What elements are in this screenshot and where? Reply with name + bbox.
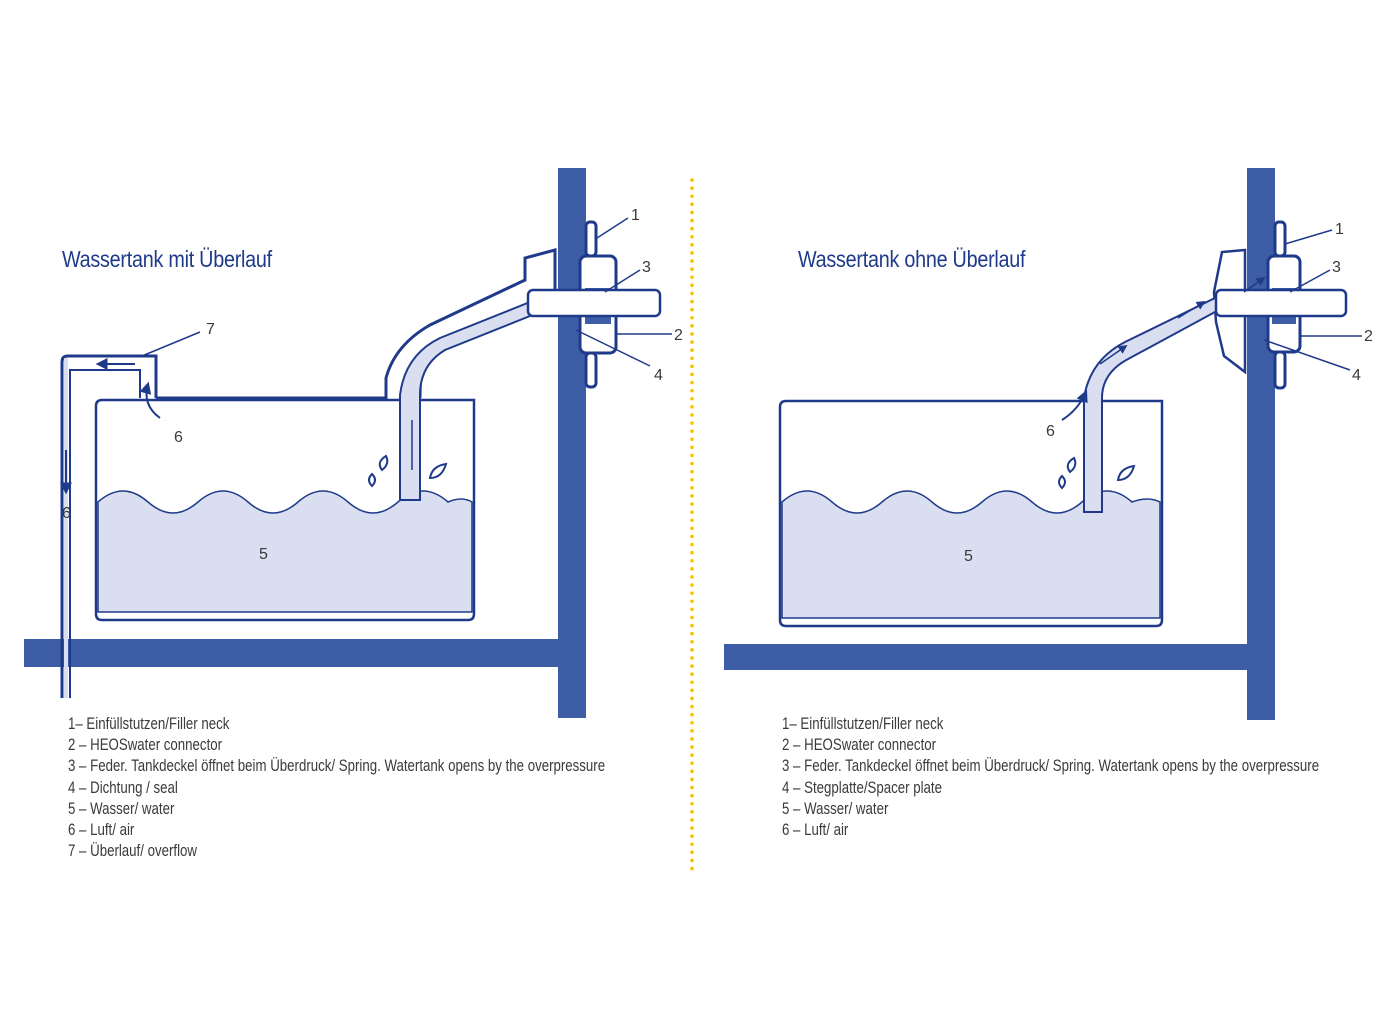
- left-callout-6-side: 6: [62, 505, 71, 522]
- right-neck-top: [1273, 220, 1287, 258]
- right-connector: [1214, 288, 1348, 318]
- right-air-arrow: [1061, 389, 1088, 421]
- left-leader-4: [575, 329, 651, 367]
- right-panel-title: Wassertank ohne Überlauf: [798, 246, 1026, 272]
- left-neck-bottom: [584, 351, 598, 389]
- left-water: [97, 490, 473, 613]
- right-drop-2: [1066, 456, 1077, 474]
- right-neck-bottom: [1273, 350, 1287, 390]
- right-legend-item-6: 6 – Luft/ air: [782, 820, 849, 840]
- left-installation: 1 3 2 4 7 6 6 5: [24, 168, 683, 718]
- right-legend-item-3: 3 – Feder. Tankdeckel öffnet beim Überdr…: [782, 756, 1320, 776]
- right-legend-item-2: 2 – HEOSwater connector: [782, 735, 937, 755]
- right-callout-1: 1: [1335, 221, 1344, 238]
- left-floor: [24, 639, 570, 667]
- right-flow-arrow-3: [1243, 276, 1266, 293]
- left-callout-3: 3: [642, 259, 651, 276]
- left-connector: [526, 288, 662, 318]
- left-legend-item-6: 6 – Luft/ air: [68, 820, 135, 840]
- left-callout-4: 4: [654, 367, 663, 384]
- right-drop-1: [1058, 474, 1066, 490]
- right-spacer-bottom: [1250, 332, 1264, 348]
- left-callout-2: 2: [674, 327, 683, 344]
- left-legend-item-3: 3 – Feder. Tankdeckel öffnet beim Überdr…: [68, 756, 606, 776]
- right-legend-item-1: 1– Einfüllstutzen/Filler neck: [782, 714, 944, 733]
- left-air-arrow: [139, 381, 161, 419]
- right-wall: [1247, 168, 1275, 720]
- left-seal-bottom: [560, 326, 578, 352]
- left-drop-1: [368, 472, 376, 488]
- right-spacer-top: [1250, 262, 1264, 278]
- left-leader-7: [141, 331, 201, 357]
- right-callout-6: 6: [1046, 423, 1055, 440]
- left-neck-top: [584, 220, 598, 258]
- right-legend-item-4: 4 – Stegplatte/Spacer plate: [782, 777, 942, 797]
- left-callout-5: 5: [259, 546, 268, 563]
- left-legend-item-7: 7 – Überlauf/ overflow: [68, 841, 197, 861]
- right-flow-arrow-2: [1177, 301, 1206, 319]
- right-water: [781, 490, 1161, 619]
- left-drop-3: [428, 462, 448, 480]
- right-drop-3: [1116, 464, 1136, 482]
- right-legend: 1– Einfüllstutzen/Filler neck 2 – HEOSwa…: [782, 713, 1319, 840]
- right-leader-3: [1289, 269, 1331, 293]
- left-overflow-fill: [64, 358, 68, 698]
- left-legend-item-1: 1– Einfüllstutzen/Filler neck: [68, 714, 230, 733]
- left-callout-6-air: 6: [174, 429, 183, 446]
- left-panel-title: Wassertank mit Überlauf: [62, 246, 272, 272]
- right-floor: [724, 644, 1252, 670]
- left-overflow-pipe: [60, 354, 158, 698]
- left-seal-top: [560, 262, 578, 276]
- left-callout-7: 7: [206, 321, 215, 338]
- right-callout-4: 4: [1352, 367, 1361, 384]
- left-callout-1: 1: [631, 207, 640, 224]
- right-installation: 1 3 2 4 6 5: [724, 168, 1373, 720]
- left-legend-item-5: 5 – Wasser/ water: [68, 798, 175, 818]
- right-callout-5: 5: [964, 548, 973, 565]
- right-callout-3: 3: [1332, 259, 1341, 276]
- left-legend-item-4: 4 – Dichtung / seal: [68, 777, 178, 797]
- right-leader-4: [1263, 339, 1351, 371]
- right-flow-arrow-1: [1099, 344, 1128, 365]
- left-wall: [558, 168, 586, 718]
- right-leader-1: [1284, 229, 1333, 245]
- left-leader-3: [604, 269, 641, 293]
- right-callout-2: 2: [1364, 328, 1373, 345]
- left-leader-1: [596, 217, 629, 239]
- right-legend-item-5: 5 – Wasser/ water: [782, 798, 889, 818]
- left-legend: 1– Einfüllstutzen/Filler neck 2 – HEOSwa…: [68, 713, 605, 861]
- left-drop-2: [378, 454, 389, 472]
- left-legend-item-2: 2 – HEOSwater connector: [68, 735, 223, 755]
